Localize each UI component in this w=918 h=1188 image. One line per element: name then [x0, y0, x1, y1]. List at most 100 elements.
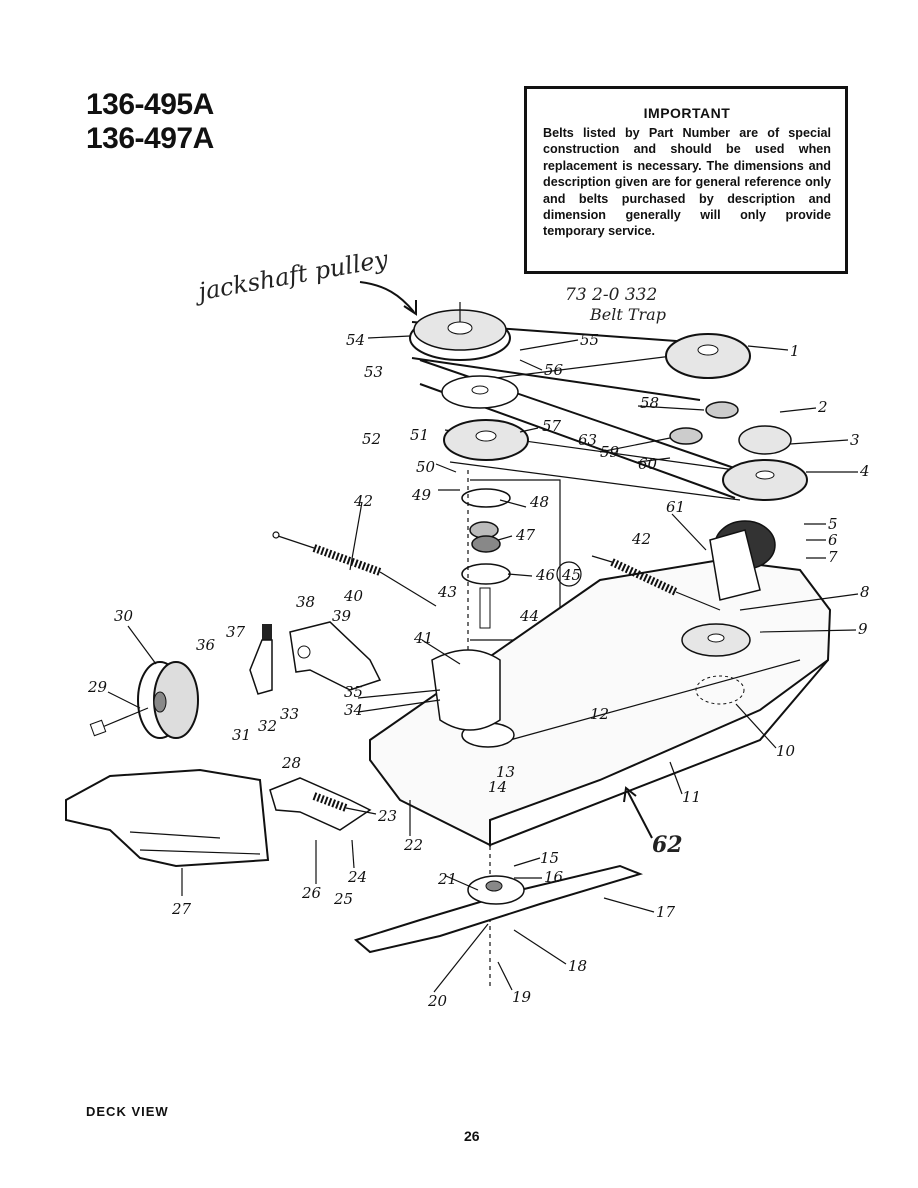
callout-55: 55 — [580, 331, 599, 349]
callout-35: 35 — [344, 683, 363, 701]
callout-36: 36 — [196, 636, 216, 654]
pulley-3 — [738, 425, 792, 455]
callout-57: 57 — [542, 417, 562, 435]
leader-lines — [107, 335, 859, 993]
pulley-1 — [665, 333, 751, 379]
handwritten-belt-trap-note: Belt Trap — [589, 305, 666, 324]
callout-12: 12 — [590, 705, 609, 723]
important-notice-box: IMPORTANT Belts listed by Part Number ar… — [524, 86, 848, 274]
callout-39: 39 — [332, 607, 352, 625]
callout-29: 29 — [87, 678, 108, 696]
discharge-chute-27 — [65, 768, 270, 868]
callout-9: 9 — [858, 620, 868, 638]
callout-51: 51 — [410, 426, 429, 444]
callout-38: 38 — [296, 593, 315, 611]
callout-4: 4 — [859, 462, 870, 480]
callout-11: 11 — [682, 788, 701, 806]
callout-61: 61 — [666, 498, 685, 516]
model-number-2: 136-497A — [86, 122, 214, 155]
callout-45: 45 — [561, 566, 581, 584]
callout-21: 21 — [437, 870, 457, 888]
wheel-bracket-38 — [289, 621, 382, 691]
gauge-wheel-30 — [89, 661, 199, 739]
callout-49: 49 — [411, 486, 432, 504]
jackshaft-pulley — [409, 302, 511, 361]
callout-10: 10 — [776, 742, 796, 760]
handwritten-deck-number: 62 — [652, 832, 683, 858]
callout-44: 44 — [519, 607, 539, 625]
callout-16: 16 — [544, 868, 564, 886]
callout-14: 14 — [488, 778, 507, 796]
chute-bracket-24 — [269, 777, 372, 831]
height-lever-37 — [249, 624, 273, 695]
callout-22: 22 — [403, 836, 423, 854]
callout-60: 60 — [638, 455, 658, 473]
callout-63: 63 — [578, 431, 597, 449]
callout-31: 31 — [232, 726, 251, 744]
callout-24: 24 — [347, 868, 367, 886]
callout-5: 5 — [828, 515, 838, 533]
callout-42-left: 42 — [353, 492, 373, 510]
callout-45-circle — [556, 561, 582, 587]
callout-26: 26 — [301, 884, 322, 902]
callout-3: 3 — [850, 431, 860, 449]
deck-number-arrow — [627, 791, 653, 839]
pulley-51 — [441, 375, 519, 409]
callout-23: 23 — [377, 807, 397, 825]
idler-pulley-58 — [705, 401, 739, 419]
callout-labels: 1 2 3 4 5 6 7 8 9 10 11 12 13 14 15 16 1… — [87, 331, 870, 1010]
blade-17 — [353, 864, 644, 954]
callout-20: 20 — [427, 992, 448, 1010]
callout-7: 7 — [828, 548, 838, 566]
callout-33: 33 — [280, 705, 299, 723]
deck-view-label: DECK VIEW — [86, 1104, 169, 1119]
upper-belt — [411, 321, 741, 499]
jackshaft-arrow — [359, 281, 415, 313]
mower-deck — [369, 558, 832, 847]
callout-48: 48 — [529, 493, 549, 511]
deck-wheel-61 — [709, 520, 776, 601]
callout-47: 47 — [515, 526, 536, 544]
important-body: Belts listed by Part Number are of speci… — [543, 126, 831, 239]
callout-18: 18 — [568, 957, 587, 975]
callout-50: 50 — [416, 458, 436, 476]
page-number: 26 — [464, 1128, 480, 1144]
callout-30: 30 — [114, 607, 134, 625]
callout-59: 59 — [600, 443, 620, 461]
callout-46: 46 — [535, 566, 556, 584]
callout-15: 15 — [540, 849, 559, 867]
callout-58: 58 — [640, 394, 659, 412]
callout-43: 43 — [437, 583, 457, 601]
pulley-4 — [722, 459, 808, 501]
callout-56: 56 — [544, 361, 564, 379]
callout-54: 54 — [346, 331, 365, 349]
jackshaft-arrowhead — [403, 300, 417, 316]
callout-25: 25 — [333, 890, 353, 908]
callout-37: 37 — [226, 623, 246, 641]
pulley-57 — [443, 419, 529, 461]
callout-8: 8 — [860, 583, 870, 601]
model-number-1: 136-495A — [86, 88, 214, 121]
callout-34: 34 — [344, 701, 363, 719]
callout-53: 53 — [364, 363, 383, 381]
callout-42-right: 42 — [631, 530, 651, 548]
callout-6: 6 — [828, 531, 838, 549]
callout-2: 2 — [817, 398, 828, 416]
callout-28: 28 — [281, 754, 301, 772]
spring-42-left — [272, 531, 437, 607]
idler-pulley-59 — [669, 427, 703, 445]
callout-41: 41 — [413, 629, 433, 647]
callout-27: 27 — [171, 900, 192, 918]
callout-19: 19 — [512, 988, 532, 1006]
spring-42-right — [591, 555, 721, 611]
handwritten-part-note: 73 2-0 332 — [565, 285, 657, 305]
callout-1: 1 — [790, 342, 800, 360]
handwritten-jackshaft-note: jackshaft pulley — [191, 245, 390, 307]
deck-number-arrowhead — [623, 786, 637, 803]
callout-17: 17 — [656, 903, 676, 921]
callout-52: 52 — [362, 430, 381, 448]
callout-32: 32 — [258, 717, 277, 735]
important-heading: IMPORTANT — [643, 105, 731, 121]
callout-40: 40 — [343, 587, 364, 605]
